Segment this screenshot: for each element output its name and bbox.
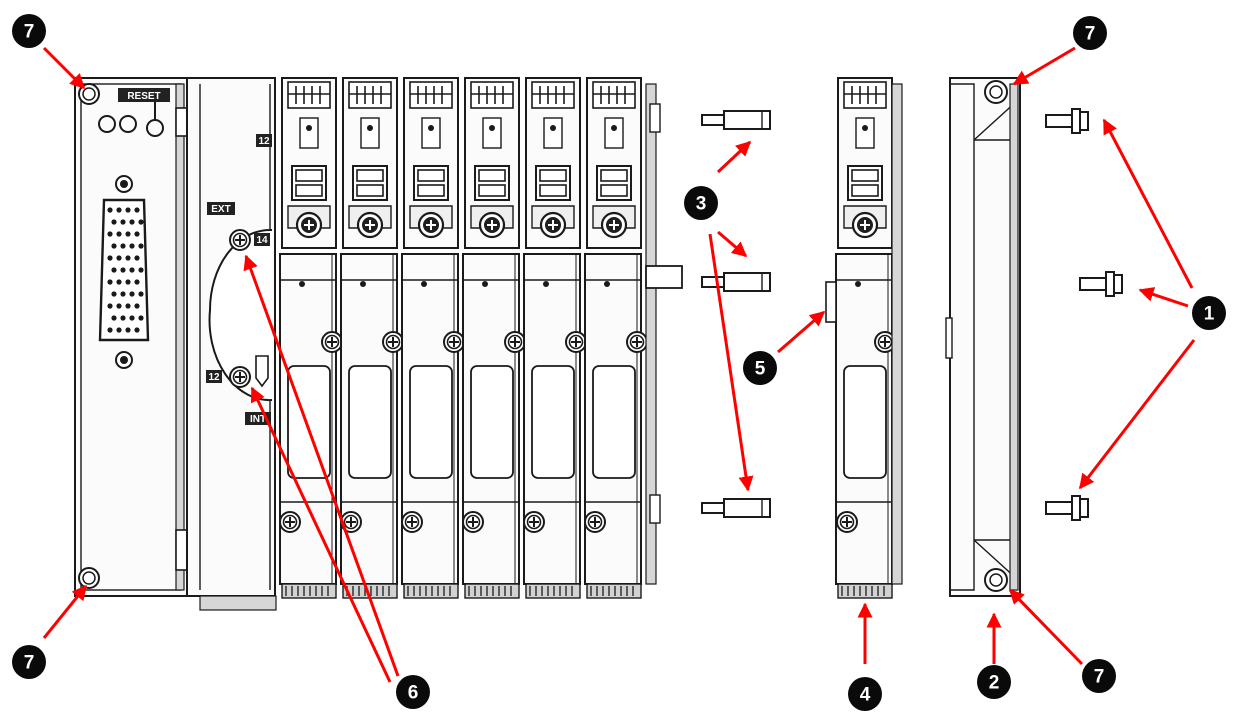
valve-station — [523, 77, 587, 599]
valve-station — [340, 77, 404, 599]
valve-station — [462, 77, 526, 599]
valve-stations — [279, 77, 648, 599]
callout-6: 6 — [396, 675, 430, 709]
port-12-label: 12 — [258, 136, 270, 147]
svg-text:3: 3 — [696, 194, 707, 215]
svg-text:5: 5 — [755, 359, 766, 380]
ext-label: EXT — [211, 204, 230, 215]
svg-text:7: 7 — [1085, 24, 1096, 45]
valve-station — [279, 77, 343, 599]
callout-5: 5 — [743, 351, 777, 385]
callout-arrows — [42, 46, 1196, 683]
valve-station — [401, 77, 465, 599]
tie-rod-top — [701, 110, 771, 130]
tie-rods — [701, 110, 771, 518]
callout-7-top-left: 7 — [12, 14, 46, 48]
svg-text:7: 7 — [24, 653, 35, 674]
tie-rod-middle — [701, 272, 771, 292]
d-sub-connector — [98, 175, 150, 369]
mounting-screws — [1045, 108, 1123, 521]
ext-screw-icon — [229, 229, 251, 251]
port-12-label-lower: 12 — [208, 372, 220, 383]
callout-7-bottom-left: 7 — [12, 645, 46, 679]
port-14-label: 14 — [256, 235, 268, 246]
tie-rod-bottom — [701, 498, 771, 518]
callout-2: 2 — [977, 665, 1011, 699]
valve-station — [584, 77, 648, 599]
callout-4: 4 — [848, 677, 882, 711]
svg-text:4: 4 — [860, 685, 871, 706]
single-valve-station — [825, 77, 903, 599]
svg-text:1: 1 — [1204, 304, 1215, 325]
callout-7-top-right: 7 — [1073, 16, 1107, 50]
left-manifold-assembly: RESET EXT INT 14 — [74, 77, 683, 611]
callout-1: 1 — [1192, 296, 1226, 330]
svg-text:2: 2 — [989, 673, 1000, 694]
svg-text:7: 7 — [1094, 667, 1105, 688]
int-screw-icon — [229, 366, 251, 388]
mounting-screw-middle — [1079, 271, 1123, 297]
svg-text:6: 6 — [408, 683, 419, 704]
mounting-screw-bottom — [1045, 495, 1089, 521]
mounting-screw-top — [1045, 108, 1089, 134]
svg-text:7: 7 — [24, 22, 35, 43]
int-label: INT — [250, 414, 266, 425]
reset-label: RESET — [127, 91, 160, 102]
end-plate — [945, 77, 1021, 597]
interface-plate: EXT INT 14 12 12 — [186, 77, 276, 597]
callout-3: 3 — [684, 186, 718, 220]
end-plate-connector: RESET — [74, 77, 191, 597]
callout-7-bottom-right: 7 — [1082, 659, 1116, 693]
